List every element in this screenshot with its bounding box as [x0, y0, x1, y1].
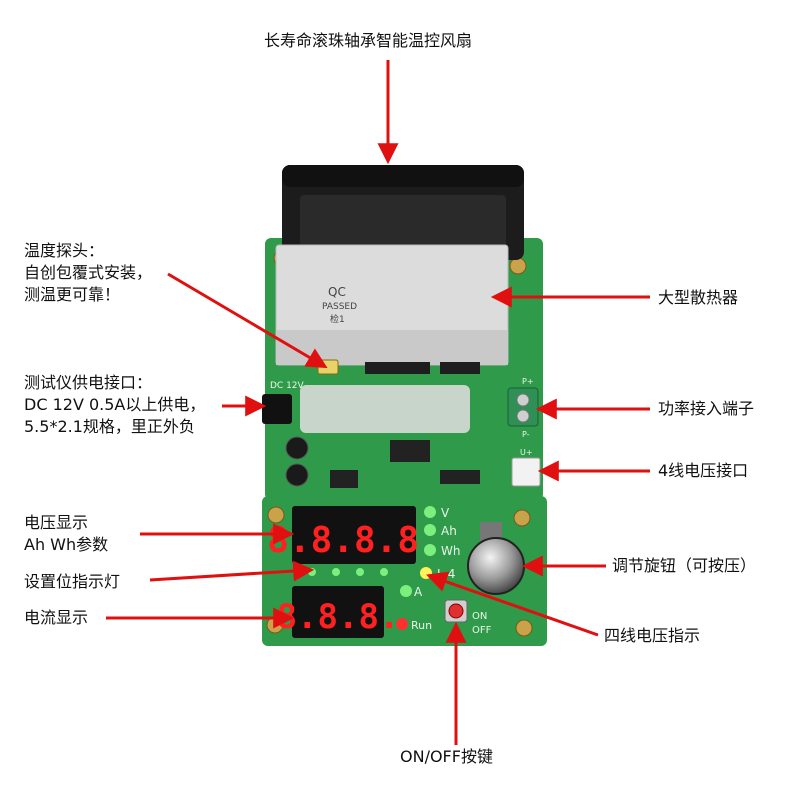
four-wire-indicator-label-text: 四线电压指示 — [604, 626, 701, 645]
power-jack-label-line-3: 5.5*2.1规格，里正外负 — [24, 417, 195, 436]
led-v-text: V — [441, 506, 450, 520]
screw-icon — [513, 509, 531, 527]
fan-lip — [282, 165, 524, 187]
on-text: ON — [472, 611, 487, 622]
upper-display-digits: 8.8.8.8. — [267, 520, 440, 561]
mosfet — [365, 362, 430, 374]
capacitor — [285, 463, 309, 487]
lower-display-digits: 8.8.8. — [277, 597, 400, 637]
passed-text: PASSED — [322, 302, 357, 312]
onoff-button[interactable] — [448, 603, 464, 619]
power-terminal-label: 功率接入端子 — [658, 398, 754, 420]
led-v — [424, 506, 436, 518]
four-wire-connector[interactable] — [511, 457, 541, 487]
setting-led — [356, 568, 364, 576]
temp-probe-label-line-2: 自创包覆式安装， — [24, 263, 153, 282]
onoff-button-label-text: ON/OFF按键 — [400, 747, 493, 766]
heatsink-label: 大型散热器 — [658, 287, 738, 309]
led-a-text: A — [414, 585, 423, 599]
led-ah — [424, 524, 436, 536]
temp-probe-label: 温度探头： 自创包覆式安装， 测温更可靠！ — [24, 240, 152, 306]
ic-chip — [390, 440, 430, 462]
upper-display — [292, 506, 416, 564]
four-wire-port-label: 4线电压接口 — [658, 460, 748, 482]
dc-text: DC 12V — [270, 381, 305, 391]
setting-led — [332, 568, 340, 576]
four-wire-indicator-arrow — [426, 571, 599, 637]
u-plus-text: U+ — [520, 448, 533, 457]
led-wh — [424, 544, 436, 556]
temp-probe-label-line-3: 测温更可靠！ — [24, 285, 121, 304]
p-plus-text: P+ — [522, 377, 534, 386]
four-wire-indicator-label: 四线电压指示 — [604, 625, 700, 647]
current-display-label: 电流显示 — [24, 607, 88, 629]
power-jack-label-line-1: 测试仪供电接口： — [24, 373, 153, 392]
led-wh-text: Wh — [441, 544, 460, 558]
voltage-display-label: 电压显示 Ah Wh参数 — [24, 512, 108, 556]
inspect-text: 检1 — [330, 313, 345, 325]
mosfet — [440, 362, 480, 374]
knob-base — [480, 522, 502, 542]
setting-led-arrow — [149, 560, 315, 582]
fan-label: 长寿命滚珠轴承智能温控风扇 — [264, 30, 472, 52]
led-run — [396, 618, 408, 630]
screw-icon — [509, 257, 527, 275]
blurred-label — [300, 385, 470, 433]
four-wire-port-label-text: 4线电压接口 — [658, 461, 749, 480]
onoff-button-label: ON/OFF按键 — [400, 746, 493, 768]
p-minus-text: P- — [522, 430, 530, 439]
setting-led-label-text: 设置位指示灯 — [24, 572, 121, 591]
ic-chip — [330, 470, 358, 488]
screw-icon — [267, 506, 285, 524]
qc-text: QC — [328, 285, 346, 299]
power-jack-label-line-2: DC 12V 0.5A以上供电， — [24, 395, 206, 414]
led-a — [400, 585, 412, 597]
voltage-display-label-line-2: Ah Wh参数 — [24, 535, 109, 554]
led-run-text: Run — [411, 619, 432, 632]
heatsink-label-text: 大型散热器 — [658, 288, 739, 307]
knob-label-text: 调节旋钮（可按压） — [612, 556, 757, 575]
screw-icon — [515, 619, 533, 637]
temp-probe — [317, 359, 339, 375]
fan-hub — [300, 195, 506, 250]
temp-probe-arrow — [167, 272, 328, 369]
terminal-screw-icon — [516, 409, 530, 423]
adjust-knob[interactable] — [467, 537, 525, 595]
fan-label-text: 长寿命滚珠轴承智能温控风扇 — [264, 31, 473, 50]
dc-jack[interactable] — [262, 394, 292, 424]
ic-chip — [440, 470, 480, 484]
temp-probe-label-line-1: 温度探头： — [24, 241, 105, 260]
setting-led — [380, 568, 388, 576]
current-display-label-text: 电流显示 — [24, 608, 89, 627]
voltage-display-label-line-1: 电压显示 — [24, 513, 89, 532]
led-ah-text: Ah — [441, 524, 457, 538]
capacitor — [285, 436, 309, 460]
off-text: OFF — [472, 625, 492, 636]
setting-led-label: 设置位指示灯 — [24, 571, 120, 593]
power-jack-label: 测试仪供电接口： DC 12V 0.5A以上供电， 5.5*2.1规格，里正外负 — [24, 372, 205, 438]
power-terminal-label-text: 功率接入端子 — [658, 399, 755, 418]
knob-label: 调节旋钮（可按压） — [612, 555, 756, 577]
lower-display — [292, 586, 384, 638]
terminal-screw-icon — [516, 393, 530, 407]
